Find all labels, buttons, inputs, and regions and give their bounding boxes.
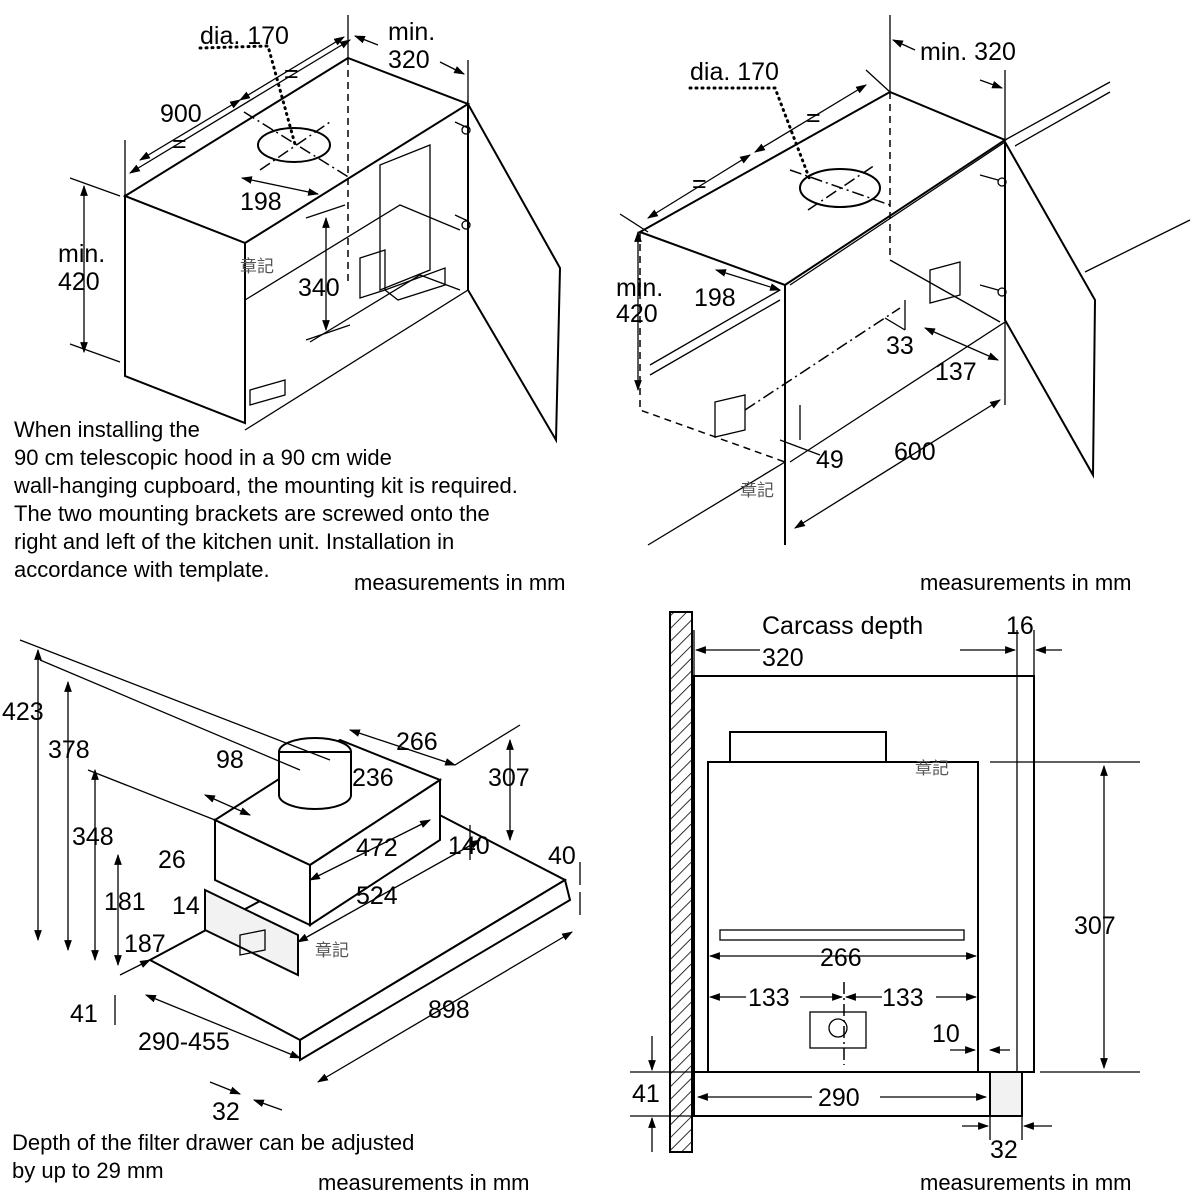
stamp-mark: 章記 bbox=[915, 759, 949, 778]
eq-left: = bbox=[172, 130, 187, 158]
d41-label: 41 bbox=[632, 1080, 660, 1108]
units-label: measurements in mm bbox=[354, 570, 566, 595]
height-label-a: min. bbox=[616, 274, 663, 302]
d26-label: 26 bbox=[158, 846, 186, 874]
inner-height-label: 340 bbox=[298, 274, 340, 302]
d236-label: 236 bbox=[352, 764, 394, 792]
d40-label: 40 bbox=[548, 842, 576, 870]
d16-label: 16 bbox=[1006, 612, 1034, 640]
d266-label: 266 bbox=[820, 944, 862, 972]
d524-label: 524 bbox=[356, 882, 398, 910]
height-label-b: 420 bbox=[58, 268, 100, 296]
units-label: measurements in mm bbox=[318, 1170, 530, 1195]
d600-label: 600 bbox=[894, 438, 936, 466]
svg-text:90 cm telescopic hood in a 90: 90 cm telescopic hood in a 90 cm wide bbox=[14, 445, 392, 470]
d14-label: 14 bbox=[172, 892, 200, 920]
d423-label: 423 bbox=[2, 698, 44, 726]
d33-label: 33 bbox=[886, 332, 914, 360]
d133-left-label: 133 bbox=[748, 984, 790, 1012]
height-label-b: 420 bbox=[616, 300, 658, 328]
panel-side-section: Carcass depth 320 16 307 266 133 133 10 … bbox=[630, 611, 1140, 1195]
d10-label: 10 bbox=[932, 1020, 960, 1048]
dia-label: dia. 170 bbox=[200, 22, 289, 50]
dia-label: dia. 170 bbox=[690, 58, 779, 86]
eq-right: = bbox=[806, 104, 821, 132]
svg-text:The two mounting brackets are: The two mounting brackets are screwed on… bbox=[14, 501, 490, 526]
d307-label: 307 bbox=[1074, 912, 1116, 940]
d307-label: 307 bbox=[488, 764, 530, 792]
min-depth-label-a: min. bbox=[388, 18, 435, 46]
d137-label: 137 bbox=[935, 358, 977, 386]
d41-label: 41 bbox=[70, 1000, 98, 1028]
caption-line-2: by up to 29 mm bbox=[12, 1158, 164, 1183]
width-label: 900 bbox=[160, 100, 202, 128]
units-label: measurements in mm bbox=[920, 570, 1132, 595]
d32-label: 32 bbox=[212, 1098, 240, 1126]
caption-text: When installing the 90 cm telescopic hoo… bbox=[13, 417, 518, 582]
units-label: measurements in mm bbox=[920, 1170, 1132, 1195]
min-depth-label: min. 320 bbox=[920, 38, 1016, 66]
min-depth-label-b: 320 bbox=[388, 46, 430, 74]
d187-label: 187 bbox=[124, 930, 166, 958]
offset-label: 198 bbox=[240, 188, 282, 216]
panel-hood-3d-dimensions: 423 378 348 181 187 41 98 26 14 266 236 … bbox=[2, 639, 581, 1195]
svg-text:When installing the: When installing the bbox=[14, 417, 200, 442]
d133-right-label: 133 bbox=[882, 984, 924, 1012]
stamp-mark: 章記 bbox=[240, 257, 274, 276]
panel-cupboard-60cm: dia. 170 min. 320 = = 198 min. 420 33 13… bbox=[616, 15, 1191, 595]
offset-label: 198 bbox=[694, 284, 736, 312]
svg-text:accordance with template.: accordance with template. bbox=[14, 557, 270, 582]
eq-left: = bbox=[692, 170, 707, 198]
d898-label: 898 bbox=[428, 996, 470, 1024]
eq-right: = bbox=[284, 60, 299, 88]
wall-section bbox=[669, 611, 693, 1153]
d378-label: 378 bbox=[48, 736, 90, 764]
d348-label: 348 bbox=[72, 823, 114, 851]
d49-label: 49 bbox=[816, 446, 844, 474]
svg-text:right and left of the kitchen: right and left of the kitchen unit. Inst… bbox=[14, 529, 454, 554]
svg-text:wall-hanging cupboard, the mou: wall-hanging cupboard, the mounting kit … bbox=[13, 473, 518, 498]
stamp-mark: 章記 bbox=[315, 941, 349, 960]
panel-cupboard-90cm: dia. 170 900 = = min. 320 198 min. 420 3… bbox=[13, 15, 566, 595]
d290-label: 290 bbox=[818, 1084, 860, 1112]
d266-label: 266 bbox=[396, 728, 438, 756]
d472-label: 472 bbox=[356, 834, 398, 862]
d98-label: 98 bbox=[216, 746, 244, 774]
d32-label: 32 bbox=[990, 1136, 1018, 1164]
stamp-mark: 章記 bbox=[740, 481, 774, 500]
d290-label: 290-455 bbox=[138, 1028, 230, 1056]
d181-label: 181 bbox=[104, 888, 146, 916]
height-label-a: min. bbox=[58, 240, 105, 268]
cupboard-body bbox=[122, 56, 562, 444]
carcass-depth-label: Carcass depth bbox=[762, 612, 923, 640]
caption-line-1: Depth of the filter drawer can be adjust… bbox=[12, 1130, 414, 1155]
carcass-depth-value: 320 bbox=[762, 644, 804, 672]
